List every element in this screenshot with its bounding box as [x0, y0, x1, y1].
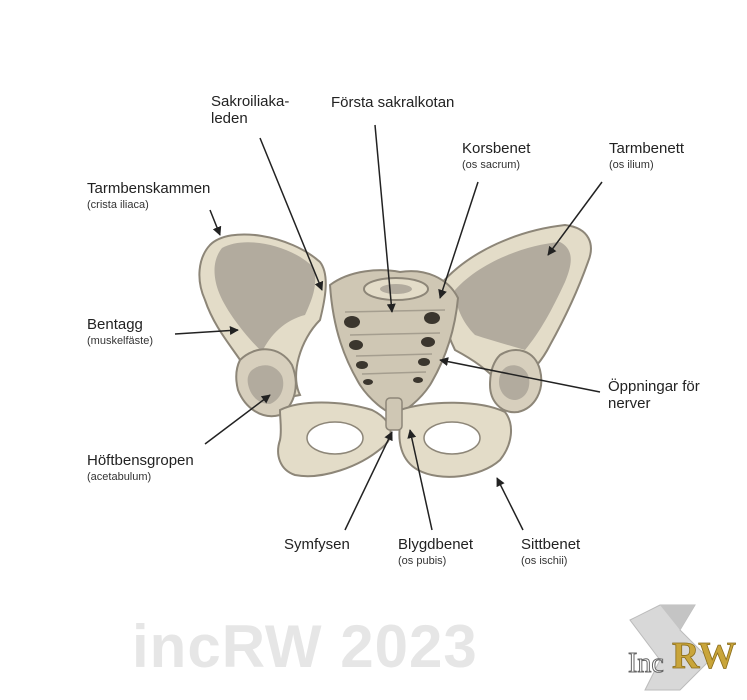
label-pubis: Blygdbenet (os pubis) [398, 536, 473, 568]
watermark: incRW 2023 [132, 613, 478, 680]
leader-lines [174, 124, 603, 531]
label-pubis-latin: (os pubis) [398, 555, 447, 568]
label-symphysis-text: Symfysen [284, 536, 350, 553]
symphysis-shape [385, 397, 403, 431]
label-iliac-crest-latin: (crista iliaca) [87, 199, 149, 212]
label-spine-latin: (muskelfäste) [87, 335, 154, 348]
label-iliac-crest: Tarmbenskammen (crista iliaca) [87, 180, 210, 212]
label-first-sacral: Första sakralkotan [331, 94, 454, 111]
right-ilium [438, 223, 592, 392]
label-ilium: Tarmbenett (os ilium) [609, 140, 684, 172]
label-spine: Bentagg (muskelfäste) [87, 316, 153, 348]
label-spine-text: Bentagg [87, 316, 143, 333]
label-acetabulum: Höftbensgropen (acetabulum) [87, 452, 194, 484]
label-first-sacral-text: Första sakralkotan [331, 94, 455, 111]
leader-iliac-crest [209, 209, 222, 236]
label-sacroiliac-text: Sakroiliaka- leden [211, 93, 290, 128]
label-nerve-openings: Öppningar för nerver [608, 378, 700, 413]
leader-sacroiliac [259, 137, 324, 291]
left-hip [235, 348, 392, 478]
logo-text-rw: RW [672, 635, 736, 677]
label-ischium: Sittbenet (os ischii) [521, 536, 580, 568]
label-symphysis: Symfysen [284, 536, 350, 553]
label-ilium-latin: (os ilium) [609, 159, 654, 172]
right-hip [398, 349, 543, 478]
leader-pubis [407, 429, 433, 531]
label-nerve-openings-text: Öppningar för nerver [608, 378, 700, 413]
label-ischium-latin: (os ischii) [521, 555, 568, 568]
leader-acetabulum [204, 394, 271, 445]
label-sacrum-latin: (os sacrum) [462, 159, 521, 172]
leader-ischium [496, 477, 524, 531]
left-ilium [198, 233, 327, 398]
leader-sacrum [438, 181, 479, 299]
leader-ilium [547, 181, 603, 256]
label-sacroiliac: Sakroiliaka- leden [211, 93, 289, 128]
logo-text-inc: Inc [628, 648, 664, 679]
leader-spine [174, 326, 239, 336]
leader-first-sacral [374, 124, 396, 313]
label-pubis-text: Blygdbenet [398, 536, 474, 553]
label-iliac-crest-text: Tarmbenskammen [87, 180, 211, 197]
incrw-logo: Inc RW [628, 604, 737, 691]
label-sacrum: Korsbenet (os sacrum) [462, 140, 530, 172]
label-acetabulum-text: Höftbensgropen [87, 452, 194, 469]
leader-nerve-openings [439, 357, 601, 393]
sacrum [328, 269, 460, 417]
label-ischium-text: Sittbenet [521, 536, 581, 553]
leader-symphysis [344, 431, 393, 531]
label-acetabulum-latin: (acetabulum) [87, 471, 152, 484]
label-ilium-text: Tarmbenett [609, 140, 685, 157]
logo-emblem-facet [660, 605, 695, 630]
label-sacrum-text: Korsbenet [462, 140, 531, 157]
